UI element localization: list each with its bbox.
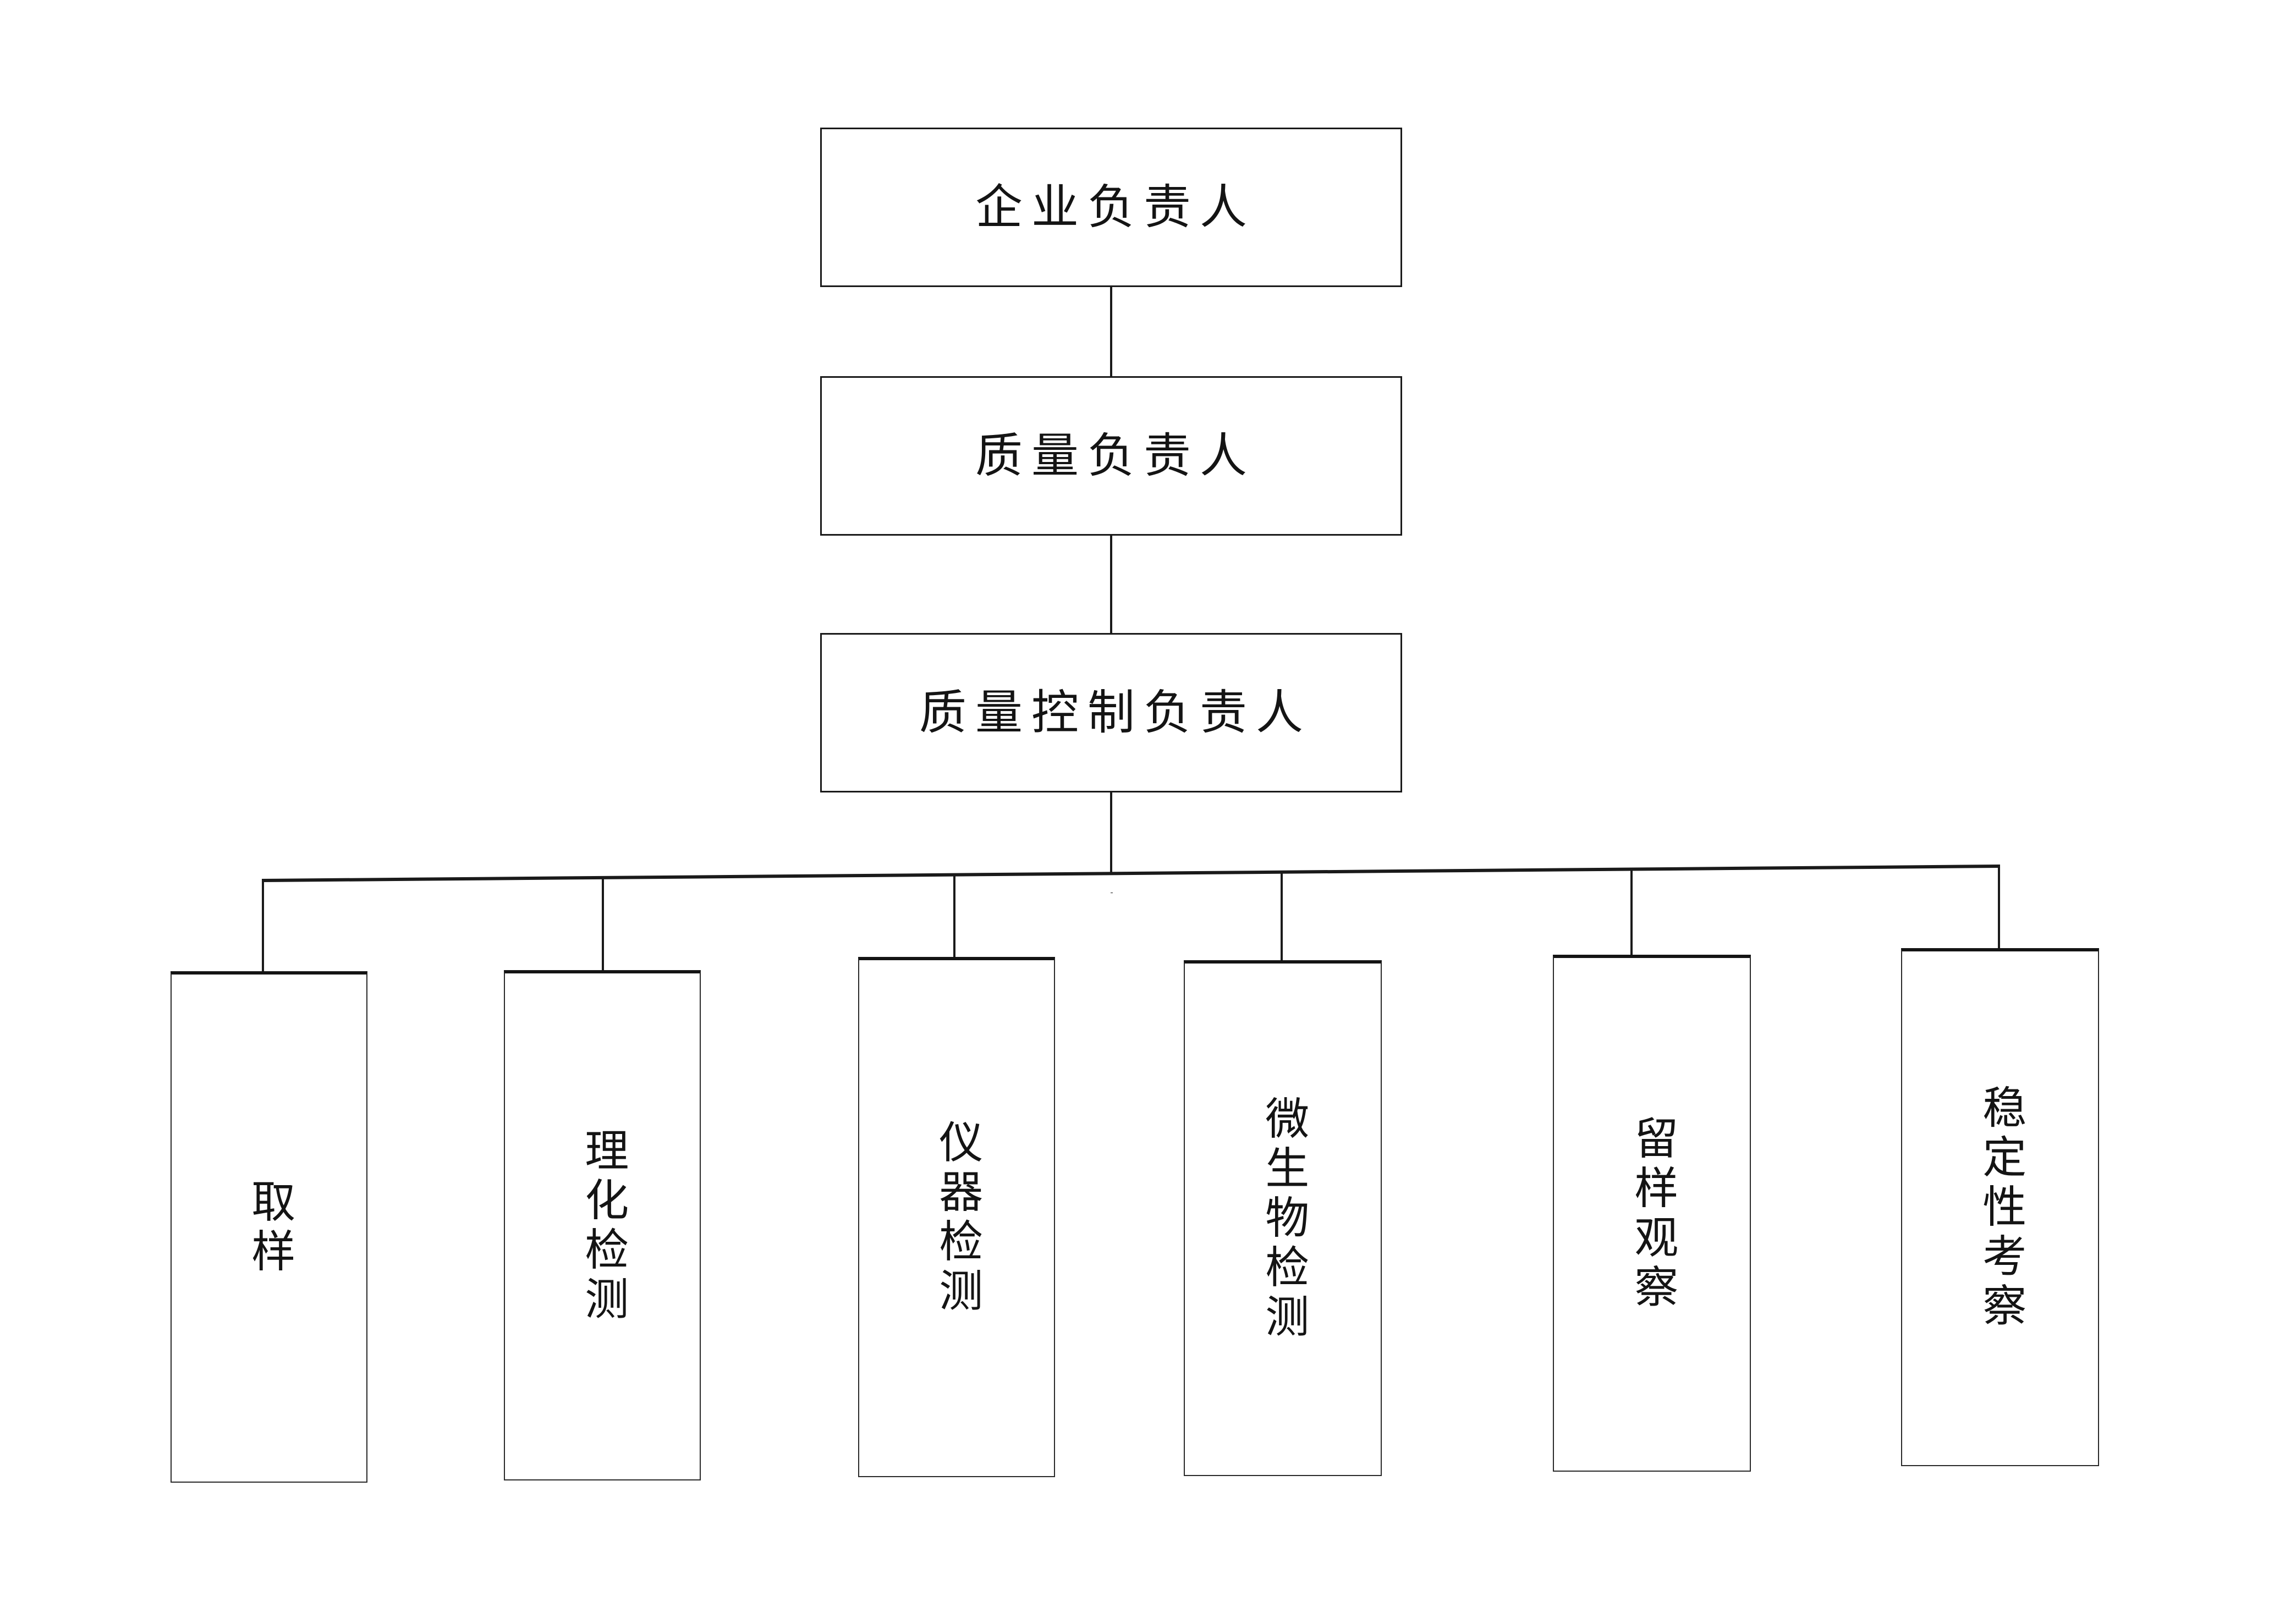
connector-1-2 bbox=[1110, 287, 1112, 376]
node-quality-control-manager[interactable]: 质量控制负责人 bbox=[820, 633, 1402, 792]
node-enterprise-manager[interactable]: 企业负责人 bbox=[820, 128, 1402, 287]
leaf-instrument-testing[interactable]: 仪器检测 bbox=[858, 957, 1055, 1477]
leaf-sampling[interactable]: 取样 bbox=[171, 971, 367, 1483]
leaf-instrument-testing-label: 仪器检测 bbox=[932, 1119, 981, 1317]
connector-3-to-bus bbox=[1110, 792, 1112, 874]
leaf-physicochemical-testing[interactable]: 理化检测 bbox=[504, 970, 701, 1480]
node-quality-manager[interactable]: 质量负责人 bbox=[820, 376, 1402, 536]
leaf-stability-study[interactable]: 稳定性考察 bbox=[1901, 948, 2099, 1466]
leaf-retained-sample-observation[interactable]: 留样观察 bbox=[1553, 955, 1751, 1472]
connector-2-3 bbox=[1110, 536, 1112, 633]
leaf-stability-study-label: 稳定性考察 bbox=[1976, 1084, 2025, 1332]
node-enterprise-manager-label: 企业负责人 bbox=[975, 181, 1256, 234]
leaf-physicochemical-testing-label: 理化检测 bbox=[578, 1127, 627, 1325]
bus-line bbox=[261, 865, 2001, 882]
leaf-microbiological-testing-label: 微生物检测 bbox=[1259, 1095, 1308, 1343]
leaf-retained-sample-observation-label: 留样观察 bbox=[1628, 1115, 1677, 1313]
leaf-sampling-label: 取样 bbox=[245, 1179, 294, 1278]
node-quality-control-manager-label: 质量控制负责人 bbox=[919, 686, 1312, 739]
node-quality-manager-label: 质量负责人 bbox=[975, 430, 1256, 482]
leaf-microbiological-testing[interactable]: 微生物检测 bbox=[1184, 960, 1382, 1476]
